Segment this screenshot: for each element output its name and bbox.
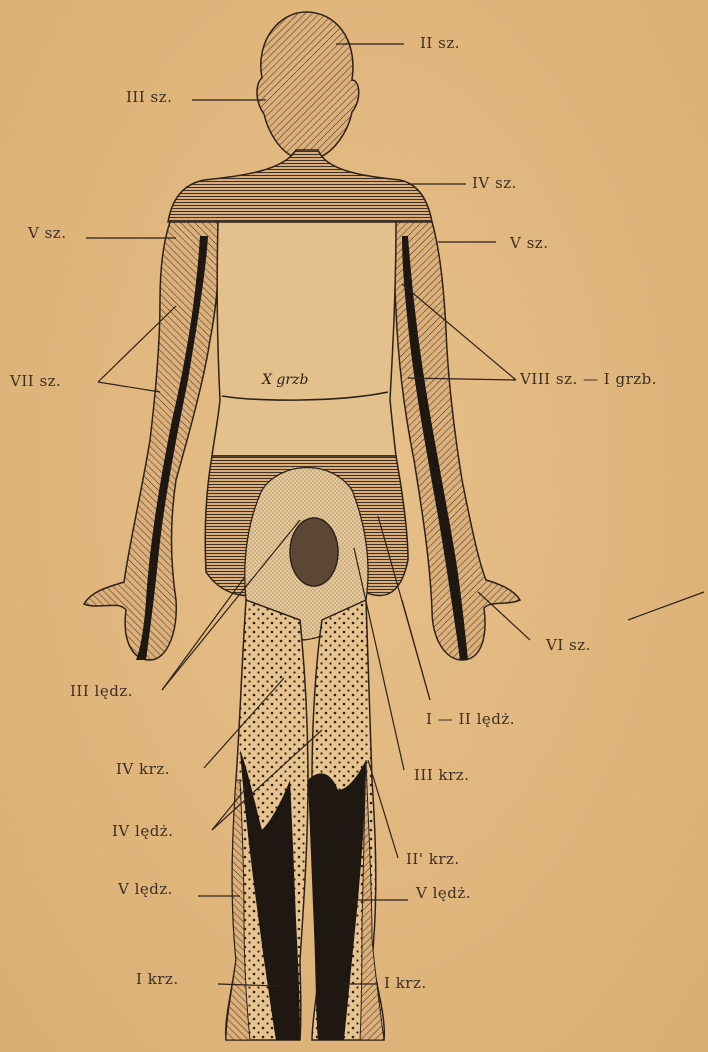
label-vii-sz: VII sz. xyxy=(10,372,61,390)
label-i-ii-ledz: I — II lędż. xyxy=(426,710,515,728)
label-i-krz-right: I krz. xyxy=(384,974,427,992)
label-ii-krz: II' krz. xyxy=(406,850,460,868)
label-iv-ledz: IV lędż. xyxy=(112,822,173,840)
label-viii-sz-i-grzb: VIII sz. — I grzb. xyxy=(520,370,657,388)
label-i-krz-left: I krz. xyxy=(136,970,179,988)
label-v-ledz-right: V lędż. xyxy=(416,884,471,902)
shoulder-region xyxy=(168,150,432,222)
back-region xyxy=(212,222,396,456)
label-iii-ledz: III lędz. xyxy=(70,682,133,700)
label-v-sz-left: V sz. xyxy=(28,224,66,242)
label-vi-sz: VI sz. xyxy=(546,636,591,654)
label-ii-sz: II sz. xyxy=(420,34,460,52)
label-x-grzb: X grzb xyxy=(262,372,308,388)
anal-region xyxy=(290,518,338,586)
label-v-sz-right: V sz. xyxy=(510,234,548,252)
label-iii-krz: III krz. xyxy=(414,766,469,784)
label-v-ledz-left: V lędz. xyxy=(118,880,173,898)
label-iii-sz: III sz. xyxy=(126,88,172,106)
head-region xyxy=(257,12,359,158)
label-iv-sz: IV sz. xyxy=(472,174,517,192)
label-iv-krz: IV krz. xyxy=(116,760,170,778)
